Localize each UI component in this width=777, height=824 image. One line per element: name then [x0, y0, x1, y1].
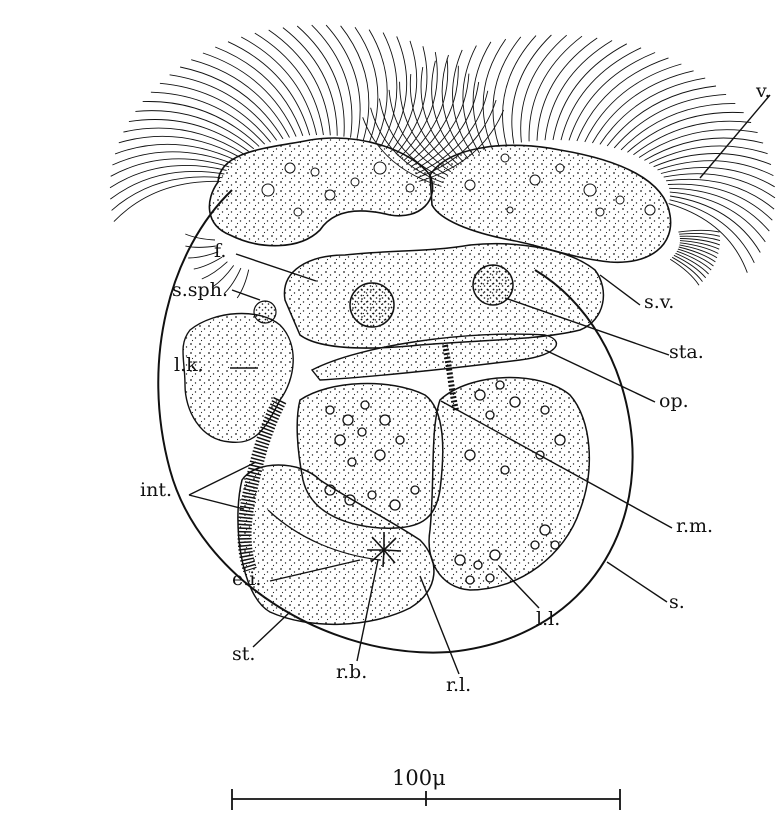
label-l-k: l.k.: [174, 356, 204, 375]
cilium: [569, 53, 655, 141]
label-s: s.: [669, 593, 685, 612]
cilium: [654, 154, 771, 167]
cilium: [114, 181, 221, 221]
label-r-b: r.b.: [336, 663, 367, 682]
label-r-l: r.l.: [446, 676, 471, 695]
cilium: [670, 196, 760, 253]
cilium: [668, 184, 772, 220]
cilium: [283, 28, 337, 136]
cilium: [678, 230, 719, 232]
label-e-i: e.i.: [232, 570, 261, 589]
scale-bar: [232, 789, 620, 810]
cilium: [381, 33, 397, 147]
foot: [284, 244, 603, 348]
cilium: [669, 188, 769, 231]
label-f: f.: [214, 242, 226, 261]
label-int: int.: [140, 481, 172, 500]
cilium: [561, 48, 641, 140]
cilium: [545, 41, 612, 141]
label-r-m: r.m.: [676, 517, 713, 536]
cilium: [670, 192, 766, 242]
cilium: [521, 35, 567, 142]
label-sta: sta.: [669, 343, 704, 362]
larval-kidney: [183, 314, 293, 443]
label-op: op.: [659, 392, 689, 411]
cilium: [202, 262, 228, 279]
cilium: [503, 36, 536, 146]
cilium: [269, 30, 331, 135]
cilium: [512, 35, 552, 144]
label-s-v: s.v.: [644, 293, 674, 312]
statocyst-left: [350, 283, 394, 327]
cilium: [326, 25, 360, 139]
velum-left-lobe: [209, 138, 432, 246]
cilium: [537, 38, 597, 141]
label-st: st.: [232, 645, 255, 664]
sphincter: [254, 301, 276, 323]
label-l-l: l.l.: [536, 610, 560, 629]
cilium: [680, 241, 719, 250]
cilium: [255, 33, 324, 135]
cilium: [312, 25, 352, 138]
cilium: [408, 66, 459, 164]
cilium: [110, 171, 224, 199]
cilium: [553, 44, 627, 140]
cilium: [664, 174, 775, 198]
scale-bar-label: 100μ: [392, 766, 446, 790]
label-s-sph: s.sph.: [172, 281, 228, 300]
cilium: [185, 234, 215, 240]
label-v: v.: [756, 82, 771, 101]
velum-right-lobe: [430, 145, 671, 262]
